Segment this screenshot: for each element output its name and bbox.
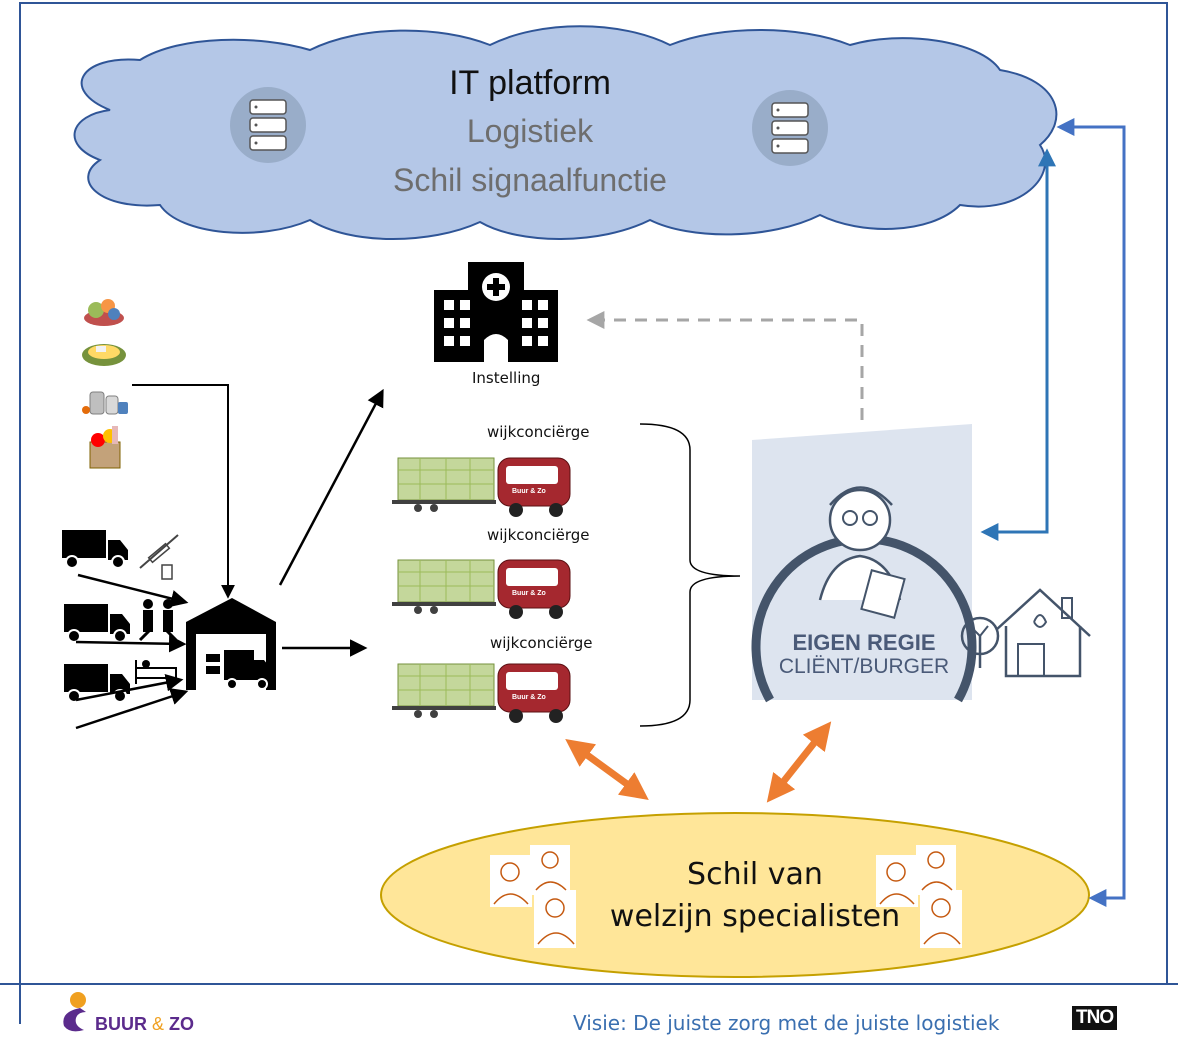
buur-zo-logo-icon [63, 992, 86, 1032]
van-icon [392, 457, 571, 517]
orange-arrow-wijk-schil [565, 739, 649, 800]
client-burger-label: CLIËNT/BURGER [778, 655, 950, 678]
cloud-line-schil: Schil signaalfunctie [393, 162, 667, 198]
van-text-2: Buur & Zo [512, 590, 546, 597]
database-icon [230, 87, 306, 163]
dashed-arrow-to-instelling [586, 311, 864, 420]
specialist-icon [876, 845, 962, 948]
logo-amp: & [152, 1014, 165, 1034]
schil-line-2: welzijn specialisten [609, 899, 901, 934]
warehouse-icon [186, 598, 276, 690]
tree-icon [960, 616, 1000, 668]
person-icon [818, 486, 906, 619]
van-icon [392, 663, 571, 723]
specialist-icon [490, 845, 576, 948]
cloud-line-logistiek: Logistiek [466, 113, 594, 149]
hospital-icon [434, 262, 558, 362]
food-icon [82, 344, 126, 366]
eigen-regie-title: EIGEN REGIE [792, 630, 936, 655]
truck-icon [62, 530, 128, 569]
blue-arrow-cloud-client [980, 148, 1056, 541]
food-icon [84, 299, 124, 326]
medicine-icon [82, 391, 128, 415]
truck-icon [64, 604, 130, 643]
orange-arrow-client-schil [766, 721, 832, 803]
arrow-warehouse-to-instelling [278, 388, 384, 586]
arrow-supplies-to-warehouse [132, 384, 235, 599]
wijk-label-3: wijkconciërge [490, 634, 593, 652]
tno-logo: TNO [1072, 1006, 1118, 1030]
database-icon [752, 90, 828, 166]
syringe-icon [139, 534, 179, 580]
house-icon [995, 588, 1091, 678]
buur-zo-logo: BUUR & ZO [95, 1014, 194, 1035]
bed-icon [135, 660, 177, 684]
schil-ellipse [380, 812, 1090, 978]
logo-main: BUUR [95, 1014, 147, 1034]
wijk-label-2: wijkconciërge [487, 526, 590, 544]
schil-line-1: Schil van [687, 857, 823, 892]
van-icon [392, 559, 571, 619]
wijk-label-1: wijkconciërge [487, 423, 590, 441]
brace-bracket [639, 423, 741, 727]
van-text-1: Buur & Zo [512, 488, 546, 495]
van-text-3: Buur & Zo [512, 694, 546, 701]
groceries-icon [89, 426, 121, 469]
cloud-title: IT platform [449, 64, 611, 102]
logo-end: ZO [169, 1014, 195, 1034]
people-icon [138, 599, 178, 642]
vision-statement: Visie: De juiste zorg met de juiste logi… [573, 1011, 1000, 1035]
instelling-label: Instelling [472, 369, 541, 387]
blue-arrow-cloud-schil [1056, 118, 1126, 907]
